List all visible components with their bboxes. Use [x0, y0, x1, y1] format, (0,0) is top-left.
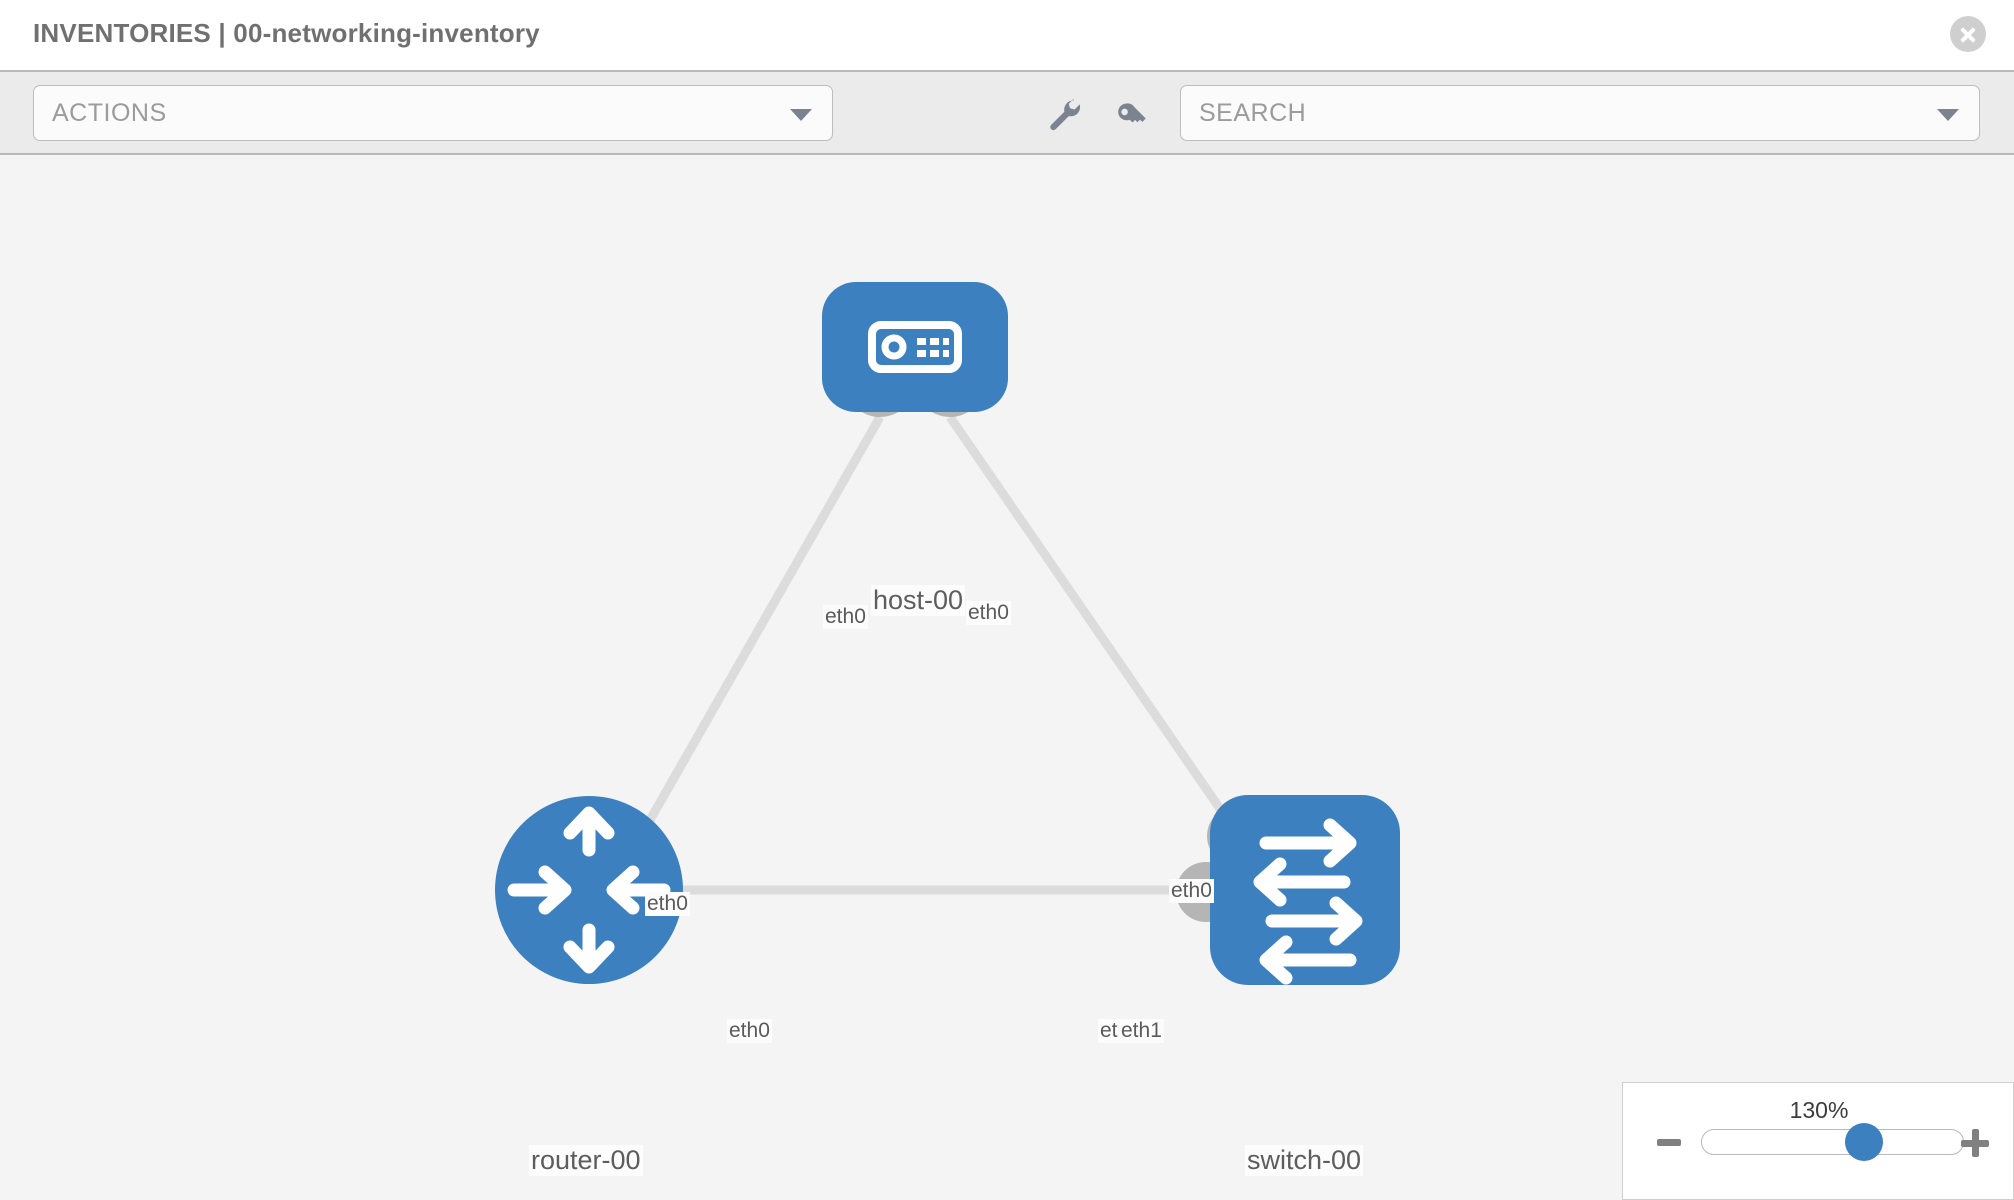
router-arrows-icon — [507, 806, 671, 974]
key-icon[interactable] — [1112, 94, 1152, 134]
topology-graph — [495, 282, 1400, 985]
topology-canvas[interactable]: host-00 router-00 switch-00 eth0 eth0 et… — [0, 155, 2014, 1200]
chevron-down-icon — [790, 109, 812, 121]
zoom-percent-label: 130% — [1789, 1097, 1849, 1123]
node-label-switch-00: switch-00 — [1245, 1145, 1364, 1176]
node-router-00 — [495, 796, 683, 984]
switch-arrows-icon — [1253, 818, 1363, 985]
page-title: INVENTORIES | 00-networking-inventory — [33, 18, 540, 48]
node-label-router-00: router-00 — [529, 1145, 643, 1176]
edge-label-router00-eth0-mid: eth0 — [727, 1019, 772, 1043]
actions-dropdown-label: ACTIONS — [52, 99, 167, 127]
actions-dropdown[interactable]: ACTIONS — [33, 85, 833, 141]
zoom-control: 130% — [1622, 1082, 2014, 1200]
node-host-00 — [822, 282, 1008, 412]
edge-host00-router00 — [626, 414, 884, 858]
chevron-down-icon — [1937, 109, 1959, 121]
server-icon — [868, 321, 962, 373]
minus-icon[interactable] — [1657, 1139, 1681, 1146]
edge-label-router00-eth0-diag: eth0 — [645, 892, 690, 916]
toolbar: ACTIONS SEARCH — [0, 70, 2014, 155]
node-switch-00 — [1210, 795, 1400, 985]
edge-label-switch00-eth1-mid: eth1 — [1119, 1019, 1164, 1043]
plus-icon[interactable] — [1961, 1129, 1989, 1157]
edge-label-host00-eth0-left: eth0 — [823, 605, 868, 629]
wrench-icon[interactable] — [1044, 94, 1084, 134]
node-router-00-shape — [495, 796, 683, 984]
edge-label-host00-eth0-right: eth0 — [966, 601, 1011, 625]
search-placeholder: SEARCH — [1199, 99, 1307, 127]
edge-label-switch00-eth0-diag: eth0 — [1169, 879, 1214, 903]
search-input[interactable]: SEARCH — [1180, 85, 1980, 141]
zoom-slider-track[interactable] — [1701, 1129, 1964, 1155]
node-host-00-shape — [822, 282, 1008, 412]
node-label-host-00: host-00 — [871, 585, 966, 616]
topology-edges — [626, 414, 1260, 895]
topology-ports — [630, 349, 1267, 922]
close-icon[interactable] — [1950, 16, 1986, 52]
header-bar: INVENTORIES | 00-networking-inventory — [0, 0, 2014, 70]
zoom-slider-handle[interactable] — [1845, 1123, 1883, 1161]
edge-host00-switch00 — [946, 414, 1249, 848]
